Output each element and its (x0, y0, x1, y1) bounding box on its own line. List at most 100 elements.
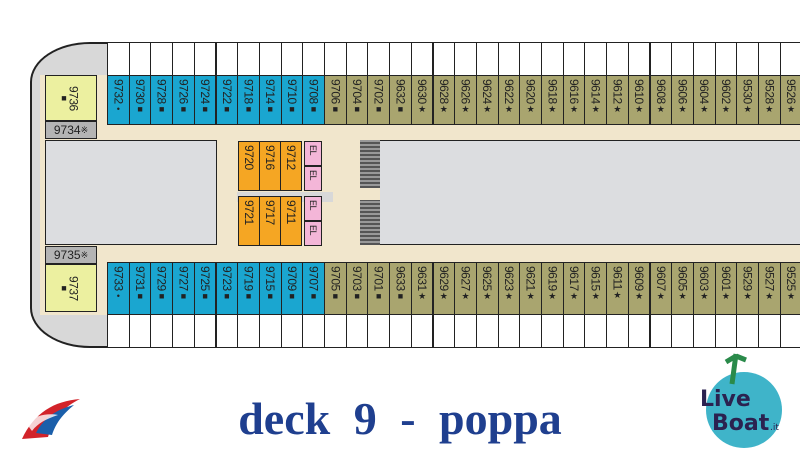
cabin-number: 9528 (762, 79, 777, 104)
cabin-9610[interactable]: 9610★ (627, 75, 651, 125)
cabin-9702[interactable]: 9702■ (367, 75, 391, 125)
balcony (302, 314, 325, 348)
cabin-9631[interactable]: 9631★ (410, 262, 434, 315)
svg-text:Boat: Boat (712, 411, 770, 436)
balcony (215, 42, 239, 76)
cabin-9628[interactable]: 9628★ (432, 75, 456, 125)
cabin-9625[interactable]: 9625★ (475, 262, 499, 315)
cabin-number: 9605 (675, 266, 690, 291)
cabin-9730[interactable]: 9730■ (128, 75, 152, 125)
cabin-9527[interactable]: 9527★ (758, 262, 781, 315)
cabin-9608[interactable]: 9608★ (649, 75, 673, 125)
cabin-9624[interactable]: 9624★ (475, 75, 499, 125)
cabin-9714[interactable]: 9714■ (258, 75, 282, 125)
cabin-9706[interactable]: 9706■ (324, 75, 347, 125)
balcony (649, 314, 673, 348)
cabin-9632[interactable]: 9632■ (389, 75, 412, 125)
cabin-9528[interactable]: 9528★ (758, 75, 781, 125)
cabin-9530[interactable]: 9530★ (736, 75, 759, 125)
cabin-9525[interactable]: 9525★ (779, 262, 800, 315)
cabin-9719[interactable]: 9719■ (237, 262, 260, 315)
cabin-category-mark: ■ (137, 103, 143, 114)
cabin-9735[interactable]: 9735※ (45, 246, 97, 264)
cabin-9715[interactable]: 9715■ (258, 262, 282, 315)
cabin-9710[interactable]: 9710■ (280, 75, 304, 125)
cabin-category-mark: ■ (224, 103, 230, 114)
cabin-9718[interactable]: 9718■ (237, 75, 260, 125)
cabin-9615[interactable]: 9615★ (584, 262, 608, 315)
cabin-9703[interactable]: 9703■ (345, 262, 369, 315)
cabin-9723[interactable]: 9723■ (215, 262, 239, 315)
carnival-logo (14, 393, 84, 443)
cabin-9623[interactable]: 9623★ (497, 262, 521, 315)
cabin-9630[interactable]: 9630★ (410, 75, 434, 125)
cabin-number: 9624 (480, 79, 495, 104)
cabin-9722[interactable]: 9722■ (215, 75, 239, 125)
cabin-9629[interactable]: 9629★ (432, 262, 456, 315)
cabin-9724[interactable]: 9724■ (193, 75, 217, 125)
cabin-9736[interactable]: ■9736 (45, 75, 97, 121)
cabin-9734[interactable]: 9734※ (45, 121, 97, 139)
cabin-9708[interactable]: 9708■ (302, 75, 325, 125)
cabin-9612[interactable]: 9612★ (606, 75, 629, 125)
balcony (215, 314, 239, 348)
cabin-9622[interactable]: 9622★ (497, 75, 521, 125)
cabin-9526[interactable]: 9526★ (779, 75, 800, 125)
cabin-9705[interactable]: 9705■ (324, 262, 347, 315)
cabin-9529[interactable]: 9529★ (736, 262, 759, 315)
cabin-number: 9601 (718, 266, 733, 291)
balcony (758, 42, 781, 76)
cabin-category-mark: ★ (439, 103, 448, 114)
cabin-9617[interactable]: 9617★ (562, 262, 586, 315)
cabin-9717[interactable]: 9717 (259, 196, 281, 246)
cabin-9621[interactable]: 9621★ (519, 262, 542, 315)
cabin-9602[interactable]: 9602★ (714, 75, 738, 125)
cabin-9712[interactable]: 9712 (280, 141, 302, 191)
cabin-9726[interactable]: 9726■ (172, 75, 195, 125)
cabin-9711[interactable]: 9711 (280, 196, 302, 246)
cabin-9611[interactable]: 9611★ (606, 262, 629, 315)
cabin-9709[interactable]: 9709■ (280, 262, 304, 315)
cabin-9725[interactable]: 9725■ (193, 262, 217, 315)
cabin-number: 9732 (111, 79, 126, 104)
balcony (562, 42, 586, 76)
cabin-9731[interactable]: 9731■ (128, 262, 152, 315)
cabin-9633[interactable]: 9633■ (389, 262, 412, 315)
cabin-9721[interactable]: 9721 (238, 196, 260, 246)
cabin-9626[interactable]: 9626★ (454, 75, 477, 125)
cabin-9732[interactable]: 9732• (107, 75, 130, 125)
cabin-9627[interactable]: 9627★ (454, 262, 477, 315)
cabin-9606[interactable]: 9606★ (671, 75, 694, 125)
cabin-number: 9631 (415, 266, 430, 291)
cabin-9729[interactable]: 9729■ (150, 262, 174, 315)
balcony (410, 42, 434, 76)
deck-title: deck 9 - poppa (238, 393, 562, 444)
cabin-9604[interactable]: 9604★ (692, 75, 716, 125)
cabin-9728[interactable]: 9728■ (150, 75, 174, 125)
cabin-9603[interactable]: 9603★ (692, 262, 716, 315)
cabin-category-mark: ■ (267, 290, 273, 301)
stairs-icon (360, 140, 380, 188)
cabin-9601[interactable]: 9601★ (714, 262, 738, 315)
cabin-9733[interactable]: 9733• (107, 262, 130, 315)
cabin-number: 9722 (219, 79, 234, 104)
cabin-number: 9629 (436, 266, 451, 291)
cabin-9605[interactable]: 9605★ (671, 262, 694, 315)
cabin-9701[interactable]: 9701■ (367, 262, 391, 315)
cabin-9618[interactable]: 9618★ (541, 75, 564, 125)
cabin-9607[interactable]: 9607★ (649, 262, 673, 315)
cabin-number: 9630 (415, 79, 430, 104)
cabin-category-mark: ■ (202, 290, 208, 301)
cabin-9704[interactable]: 9704■ (345, 75, 369, 125)
cabin-9716[interactable]: 9716 (259, 141, 281, 191)
cabin-9616[interactable]: 9616★ (562, 75, 586, 125)
cabin-9620[interactable]: 9620★ (519, 75, 542, 125)
cabin-9707[interactable]: 9707■ (302, 262, 325, 315)
cabin-9619[interactable]: 9619★ (541, 262, 564, 315)
cabin-9609[interactable]: 9609★ (627, 262, 651, 315)
cabin-9614[interactable]: 9614★ (584, 75, 608, 125)
cabin-9727[interactable]: 9727■ (172, 262, 195, 315)
cabin-9720[interactable]: 9720 (238, 141, 260, 191)
cabin-9737[interactable]: ■9737 (45, 264, 97, 312)
cabin-category-mark: ★ (656, 103, 665, 114)
